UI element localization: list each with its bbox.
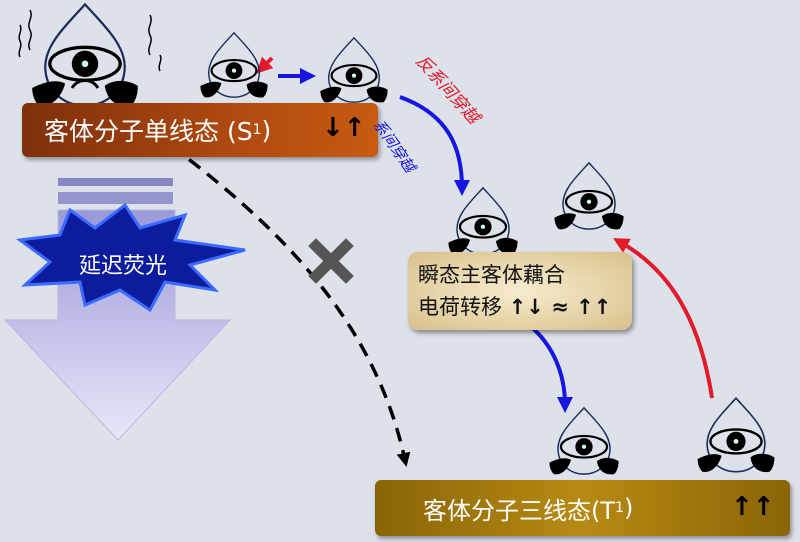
creature-icon [553, 161, 625, 231]
s1-close: ) [261, 115, 272, 145]
ct-line2: 电荷转移 ↑↓ ≈ ↑↑ [418, 291, 622, 323]
isc-arrow [399, 95, 470, 196]
s1-label: 客体分子单线态 (S [44, 117, 253, 146]
blocked-path [113, 103, 411, 467]
risc-arrow [613, 238, 714, 399]
blocked-x-icon [308, 238, 354, 284]
s1-sub: 1 [252, 122, 262, 138]
creature-icon [447, 186, 519, 256]
ct-spin: ↑↓ ≈ ↑↑ [508, 295, 612, 319]
starburst-icon [16, 202, 246, 313]
delayed-fluorescence-label: 延迟荧光 [78, 254, 167, 279]
ct-to-t1-arrow [523, 320, 573, 413]
charge-transfer-box: 瞬态主客体藕合 电荷转移 ↑↓ ≈ ↑↑ [408, 252, 632, 330]
ct-line1: 瞬态主客体藕合 [418, 263, 565, 287]
creature-icon [319, 36, 389, 104]
s1-spin: ↓↑ [322, 113, 366, 143]
t1-sub: 1 [615, 500, 624, 516]
t1-close: ) [623, 494, 634, 522]
creature-icon [199, 31, 269, 99]
t1-spin: ↑↑ [731, 492, 775, 522]
creature-icon [696, 396, 776, 474]
creature-icon [548, 406, 620, 476]
stressed-creature-icon [30, 2, 140, 108]
ct-line2-text: 电荷转移 [418, 295, 502, 319]
t1-label: 客体分子三线态(T [423, 496, 616, 525]
